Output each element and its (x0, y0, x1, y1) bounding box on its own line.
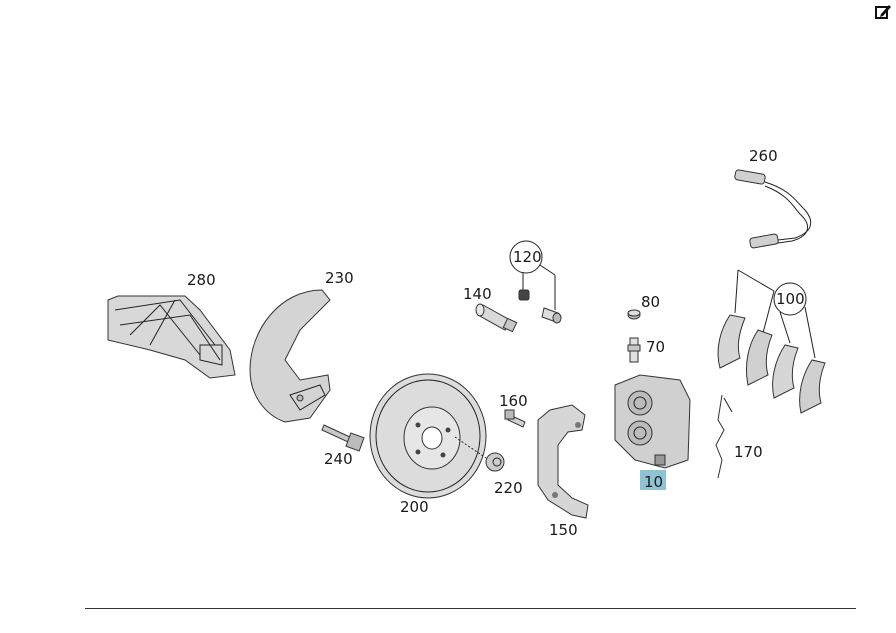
edit-icon (875, 5, 891, 19)
bottom-divider (85, 608, 856, 609)
callout-280[interactable]: 280 (187, 271, 216, 289)
callout-150[interactable]: 150 (549, 521, 578, 539)
part-120-bushings[interactable] (509, 240, 562, 324)
part-10-caliper[interactable] (614, 374, 691, 469)
callout-200[interactable]: 200 (400, 498, 429, 516)
part-220-screw[interactable] (454, 436, 505, 472)
part-150-caliper-bracket[interactable] (537, 404, 589, 519)
part-100-brake-pads[interactable] (717, 269, 826, 414)
part-280-bracket[interactable] (107, 295, 236, 379)
part-200-disc[interactable] (369, 373, 487, 499)
callout-70[interactable]: 70 (646, 338, 665, 356)
callout-240[interactable]: 240 (324, 450, 353, 468)
callout-10[interactable]: 10 (644, 473, 663, 491)
part-80-cap[interactable] (627, 309, 641, 320)
part-70-bleed-valve[interactable] (627, 337, 641, 363)
callout-170[interactable]: 170 (734, 443, 763, 461)
callout-230[interactable]: 230 (325, 269, 354, 287)
part-140-guide-pin[interactable] (475, 303, 518, 333)
part-170-spring[interactable] (715, 394, 733, 479)
selected-part-highlight (640, 470, 666, 490)
callout-160[interactable]: 160 (499, 392, 528, 410)
part-240-bolt[interactable] (321, 424, 365, 452)
part-230-shield[interactable] (249, 289, 331, 423)
callout-100[interactable]: 100 (776, 290, 805, 308)
callout-140[interactable]: 140 (463, 285, 492, 303)
callout-80[interactable]: 80 (641, 293, 660, 311)
edit-button[interactable] (873, 2, 893, 22)
callout-120[interactable]: 120 (513, 248, 542, 266)
part-260-wear-sensor[interactable] (734, 169, 812, 249)
callout-220[interactable]: 220 (494, 479, 523, 497)
part-160-bolt[interactable] (504, 409, 526, 428)
callout-260[interactable]: 260 (749, 147, 778, 165)
